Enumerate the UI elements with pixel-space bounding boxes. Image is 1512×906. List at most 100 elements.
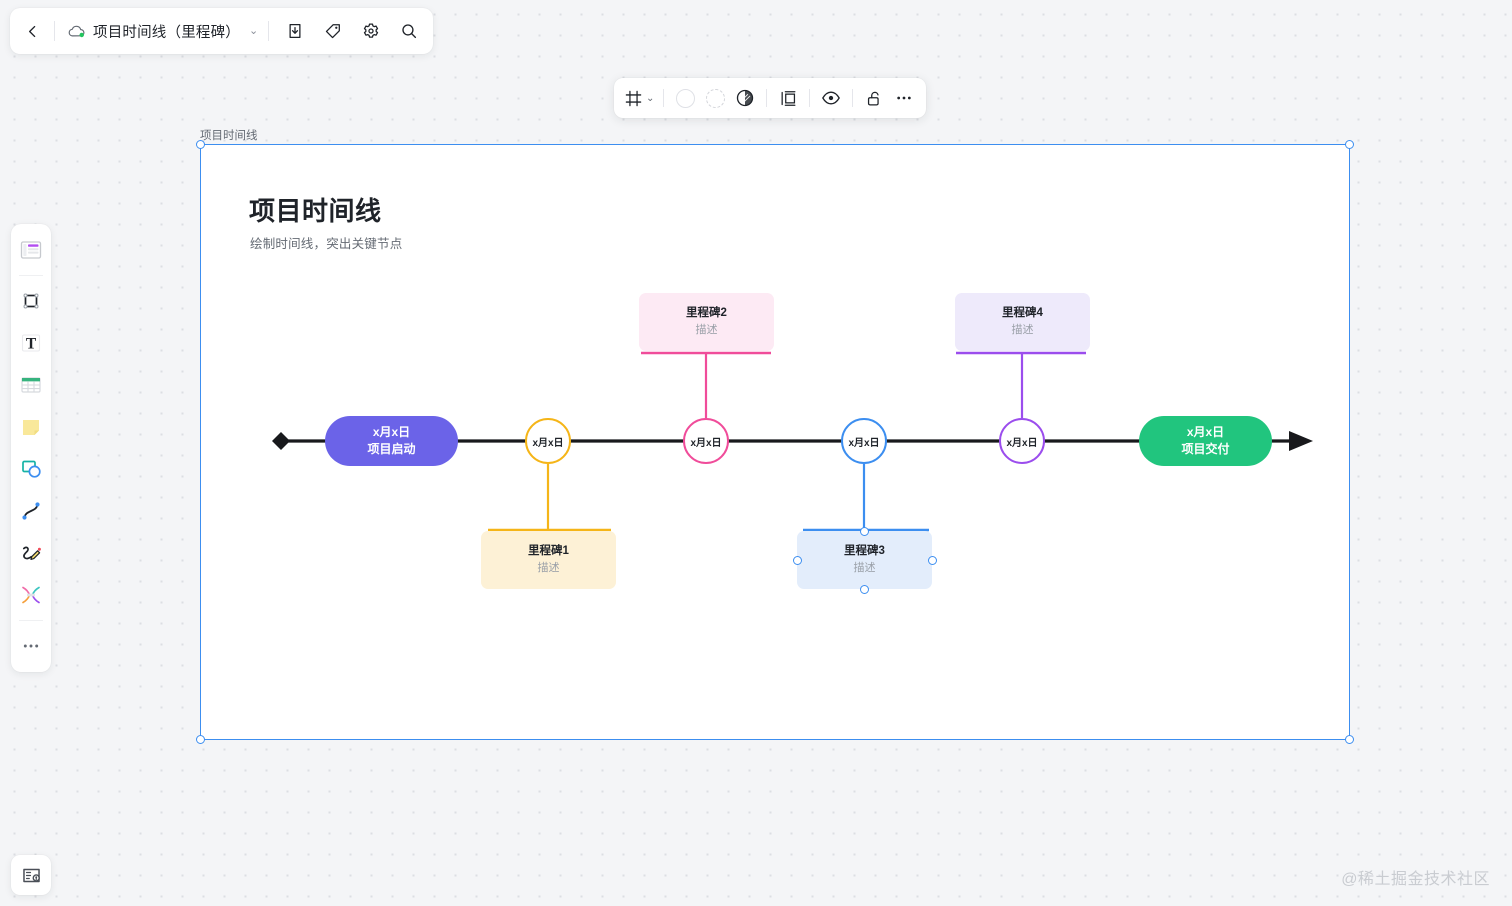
node-3-date: x月x日 <box>848 437 880 449</box>
download-icon <box>289 23 301 39</box>
toolbar-divider-3 <box>809 89 811 107</box>
frame-label[interactable]: 项目时间线 <box>200 130 258 142</box>
milestone-3-handle-left[interactable] <box>792 555 802 565</box>
frame-handle-bottom-left[interactable] <box>196 735 205 744</box>
milestone-1-desc: 描述 <box>537 562 560 575</box>
back-button[interactable] <box>14 13 50 49</box>
lock-button[interactable] <box>859 83 889 113</box>
dashed-swatch-icon <box>705 88 725 108</box>
search-icon <box>402 24 417 39</box>
milestone-3-handle-bottom[interactable] <box>860 584 869 594</box>
frame-handle-top-left[interactable] <box>196 140 205 149</box>
cloud-sync-icon <box>68 25 85 37</box>
sidebar-item-frame[interactable] <box>14 281 48 321</box>
sidebar-item-curve[interactable] <box>14 491 48 531</box>
milestone-2-desc: 描述 <box>695 324 718 337</box>
connector-icon <box>22 586 40 604</box>
unlock-icon <box>867 91 879 105</box>
start-node-date: x月x日 <box>372 424 411 439</box>
settings-button[interactable] <box>353 13 389 49</box>
shapes-icon <box>22 460 41 478</box>
timeline-node-4[interactable]: x月x日 <box>999 418 1045 464</box>
timeline-node-1[interactable]: x月x日 <box>525 418 571 464</box>
toolbar-divider-2 <box>766 89 768 107</box>
visibility-button[interactable] <box>816 83 846 113</box>
header-divider <box>54 21 55 41</box>
page-title: 项目时间线 <box>249 196 382 226</box>
more-horizontal-icon <box>23 644 39 648</box>
pencil-scribble-icon <box>22 546 41 560</box>
frame-handle-bottom-right[interactable] <box>1345 735 1354 744</box>
node-2-date: x月x日 <box>690 437 722 449</box>
sidebar-item-pen[interactable] <box>14 533 48 573</box>
contrast-circle-icon <box>737 89 754 107</box>
svg-text:T: T <box>26 336 37 353</box>
milestone-3-handle-top[interactable] <box>860 526 869 536</box>
toolbar-divider-1 <box>663 89 665 107</box>
timeline-node-2[interactable]: x月x日 <box>683 418 729 464</box>
sticky-note-icon <box>23 420 39 435</box>
milestone-card-1[interactable]: 里程碑1 描述 <box>481 531 616 589</box>
timeline-start-diamond <box>272 432 290 450</box>
fill-color-button[interactable] <box>670 83 700 113</box>
milestone-3-handle-right[interactable] <box>927 555 937 565</box>
timeline-start-node[interactable]: x月x日 项目启动 <box>325 416 458 466</box>
title-chevron-down-icon[interactable]: ⌄ <box>249 24 259 37</box>
floating-object-toolbar: ⌄ <box>614 78 927 118</box>
milestone-1-title: 里程碑1 <box>528 545 569 558</box>
timeline-end-node[interactable]: x月x日 项目交付 <box>1139 416 1272 466</box>
sidebar-item-sticky-note[interactable] <box>14 407 48 447</box>
download-button[interactable] <box>277 13 313 49</box>
rail-divider-2 <box>19 620 43 621</box>
presentation-button[interactable] <box>11 855 51 895</box>
timeline-node-3[interactable]: x月x日 <box>841 418 887 464</box>
document-title: 项目时间线（里程碑） <box>93 24 240 41</box>
left-tool-rail: T <box>11 224 51 672</box>
more-options-button[interactable] <box>889 83 919 113</box>
end-node-date: x月x日 <box>1186 424 1225 439</box>
sidebar-item-template[interactable] <box>14 230 48 270</box>
node-4-date: x月x日 <box>1006 437 1038 449</box>
header-divider-2 <box>268 21 270 41</box>
canvas-frame[interactable]: 项目时间线 绘制时间线，突出关键节点 x月x日 项目启动 x月x日 x月x日 x… <box>196 140 1354 744</box>
milestone-3-desc: 描述 <box>853 562 876 575</box>
tag-button[interactable] <box>315 13 351 49</box>
header-actions <box>277 13 427 49</box>
crop-frame-icon <box>23 293 39 309</box>
document-title-button[interactable]: 项目时间线（里程碑） ⌄ <box>59 13 264 49</box>
milestone-3-title: 里程碑3 <box>844 545 885 558</box>
sidebar-item-table[interactable] <box>14 365 48 405</box>
milestone-4-desc: 描述 <box>1011 324 1034 337</box>
sidebar-item-shapes[interactable] <box>14 449 48 489</box>
text-t-icon: T <box>21 334 41 353</box>
milestone-4-title: 里程碑4 <box>1002 307 1043 320</box>
frame-icon <box>625 90 642 106</box>
frame-chevron-down-icon[interactable]: ⌄ <box>646 92 655 104</box>
end-node-label: 项目交付 <box>1181 442 1230 456</box>
header-bar: 项目时间线（里程碑） ⌄ <box>10 8 434 54</box>
rail-divider <box>19 275 43 276</box>
sidebar-item-connector[interactable] <box>14 575 48 615</box>
frame-tool-button[interactable]: ⌄ <box>621 83 657 113</box>
node-1-date: x月x日 <box>532 437 564 449</box>
frame-handle-top-right[interactable] <box>1345 140 1354 149</box>
search-button[interactable] <box>391 13 427 49</box>
sidebar-item-text[interactable]: T <box>14 323 48 363</box>
milestone-card-4[interactable]: 里程碑4 描述 <box>955 293 1090 351</box>
color-swatch-icon <box>675 88 695 108</box>
more-horizontal-icon <box>897 96 912 100</box>
opacity-button[interactable] <box>730 83 760 113</box>
chevron-left-icon <box>28 25 35 37</box>
watermark: @稀土掘金技术社区 <box>1341 871 1490 888</box>
border-color-button[interactable] <box>700 83 730 113</box>
align-layout-button[interactable] <box>773 83 803 113</box>
card-lock-icon <box>22 868 40 882</box>
sidebar-item-more[interactable] <box>14 626 48 666</box>
milestone-card-3[interactable]: 里程碑3 描述 <box>792 526 937 594</box>
template-icon <box>20 241 42 259</box>
align-frame-icon <box>781 90 796 106</box>
start-node-label: 项目启动 <box>367 442 416 456</box>
milestone-2-title: 里程碑2 <box>686 307 727 320</box>
milestone-card-2[interactable]: 里程碑2 描述 <box>639 293 774 351</box>
table-grid-icon <box>21 377 41 393</box>
